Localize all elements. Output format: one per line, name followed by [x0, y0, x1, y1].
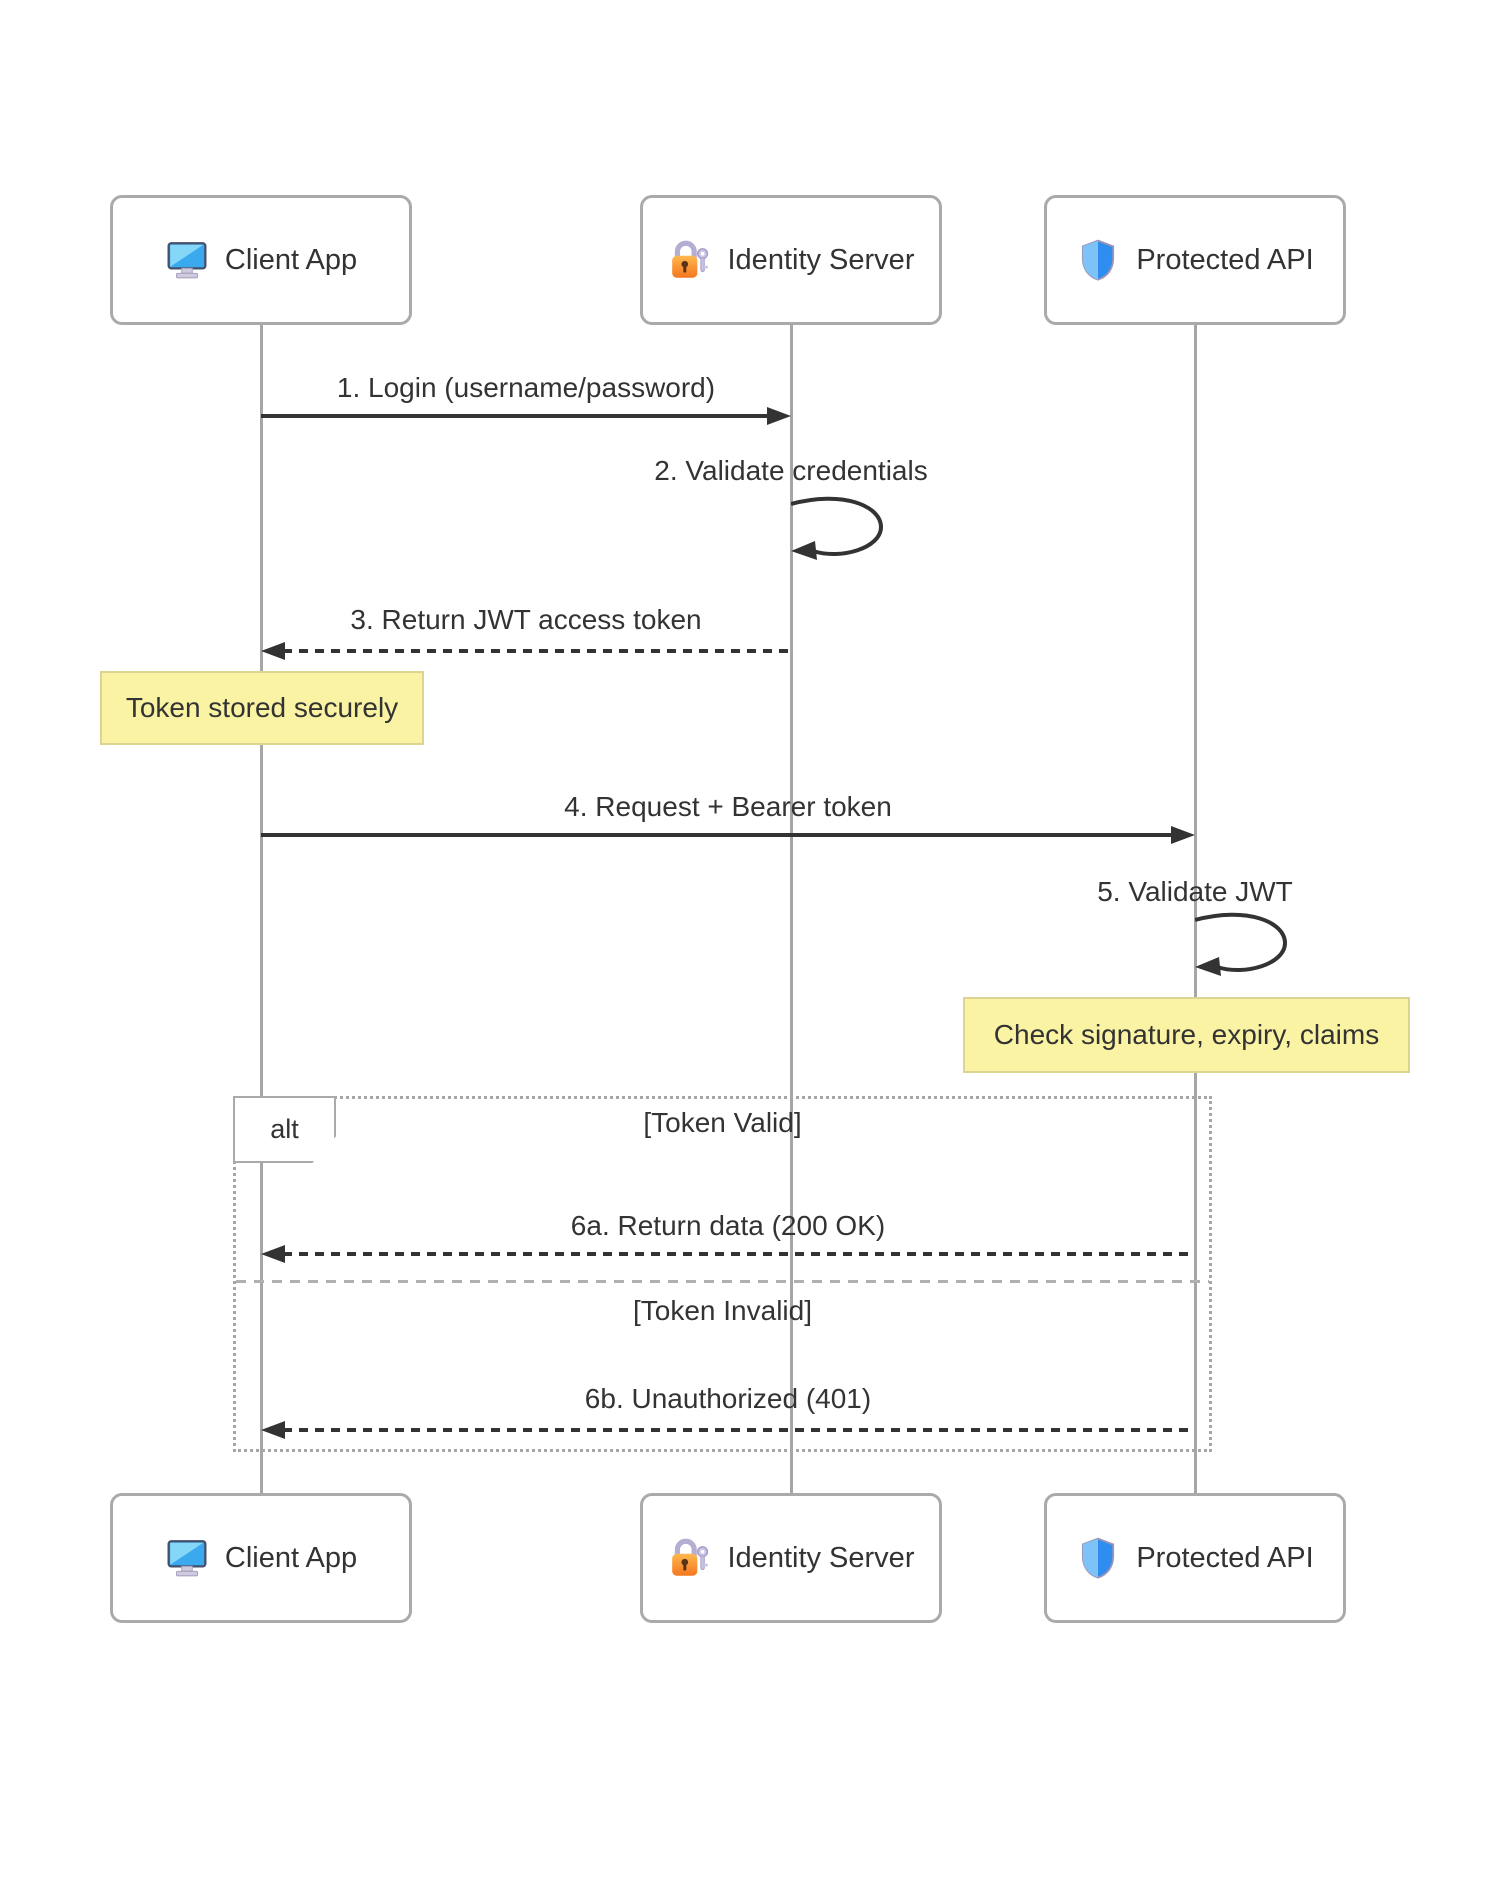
message-4-arrow	[261, 833, 1173, 837]
actor-label-identity-server: Identity Server	[727, 243, 915, 276]
actor-identity-server-top: Identity Server	[640, 195, 942, 325]
actor-label-identity-server: Identity Server	[727, 1541, 915, 1574]
shield-icon	[1076, 238, 1120, 282]
note-check-signature: Check signature, expiry, claims	[963, 997, 1410, 1073]
message-1-arrow	[261, 414, 769, 418]
note-token-stored-text: Token stored securely	[125, 692, 399, 723]
lock-key-icon	[668, 238, 712, 282]
message-6b-arrow	[283, 1428, 1195, 1432]
alt-frame-label: alt	[233, 1096, 336, 1163]
lock-key-icon	[668, 1536, 712, 1580]
actor-label-protected-api: Protected API	[1136, 1541, 1314, 1574]
guard-token-invalid: [Token Invalid]	[633, 1295, 812, 1326]
message-6a-arrow	[283, 1252, 1195, 1256]
alt-section-divider	[236, 1280, 1209, 1283]
computer-icon	[165, 1536, 209, 1580]
message-6a-arrowhead	[261, 1245, 285, 1263]
message-5-label: 5. Validate JWT	[1097, 876, 1293, 907]
message-4-arrowhead	[1171, 826, 1195, 844]
note-token-stored: Token stored securely	[100, 671, 424, 745]
actor-protected-api-top: Protected API	[1044, 195, 1346, 325]
message-5-self-loop-arrow	[1195, 912, 1288, 976]
message-3-label: 3. Return JWT access token	[350, 604, 702, 635]
message-2-label: 2. Validate credentials	[654, 455, 928, 486]
lifeline-client-app	[260, 325, 263, 1493]
actor-protected-api-bottom: Protected API	[1044, 1493, 1346, 1623]
actor-identity-server-bottom: Identity Server	[640, 1493, 942, 1623]
lifeline-identity-server	[790, 325, 793, 1493]
actor-label-client-app: Client App	[224, 243, 358, 276]
actor-label-client-app: Client App	[224, 1541, 358, 1574]
alt-frame	[233, 1096, 1212, 1452]
alt-label-text: alt	[270, 1114, 299, 1144]
message-3-arrow	[283, 649, 791, 653]
actor-client-app-top: Client App	[110, 195, 412, 325]
shield-icon	[1076, 1536, 1120, 1580]
guard-token-valid: [Token Valid]	[643, 1107, 802, 1138]
actor-label-protected-api: Protected API	[1136, 243, 1314, 276]
computer-icon	[165, 238, 209, 282]
actor-client-app-bottom: Client App	[110, 1493, 412, 1623]
message-1-arrowhead	[767, 407, 791, 425]
message-4-label: 4. Request + Bearer token	[564, 791, 892, 822]
message-6b-arrowhead	[261, 1421, 285, 1439]
message-6b-label: 6b. Unauthorized (401)	[584, 1383, 872, 1414]
note-check-signature-text: Check signature, expiry, claims	[993, 1019, 1380, 1050]
message-2-self-loop-arrow	[791, 496, 884, 560]
message-1-label: 1. Login (username/password)	[336, 372, 716, 403]
message-3-arrowhead	[261, 642, 285, 660]
message-6a-label: 6a. Return data (200 OK)	[570, 1210, 886, 1241]
lifeline-protected-api	[1194, 325, 1197, 1493]
